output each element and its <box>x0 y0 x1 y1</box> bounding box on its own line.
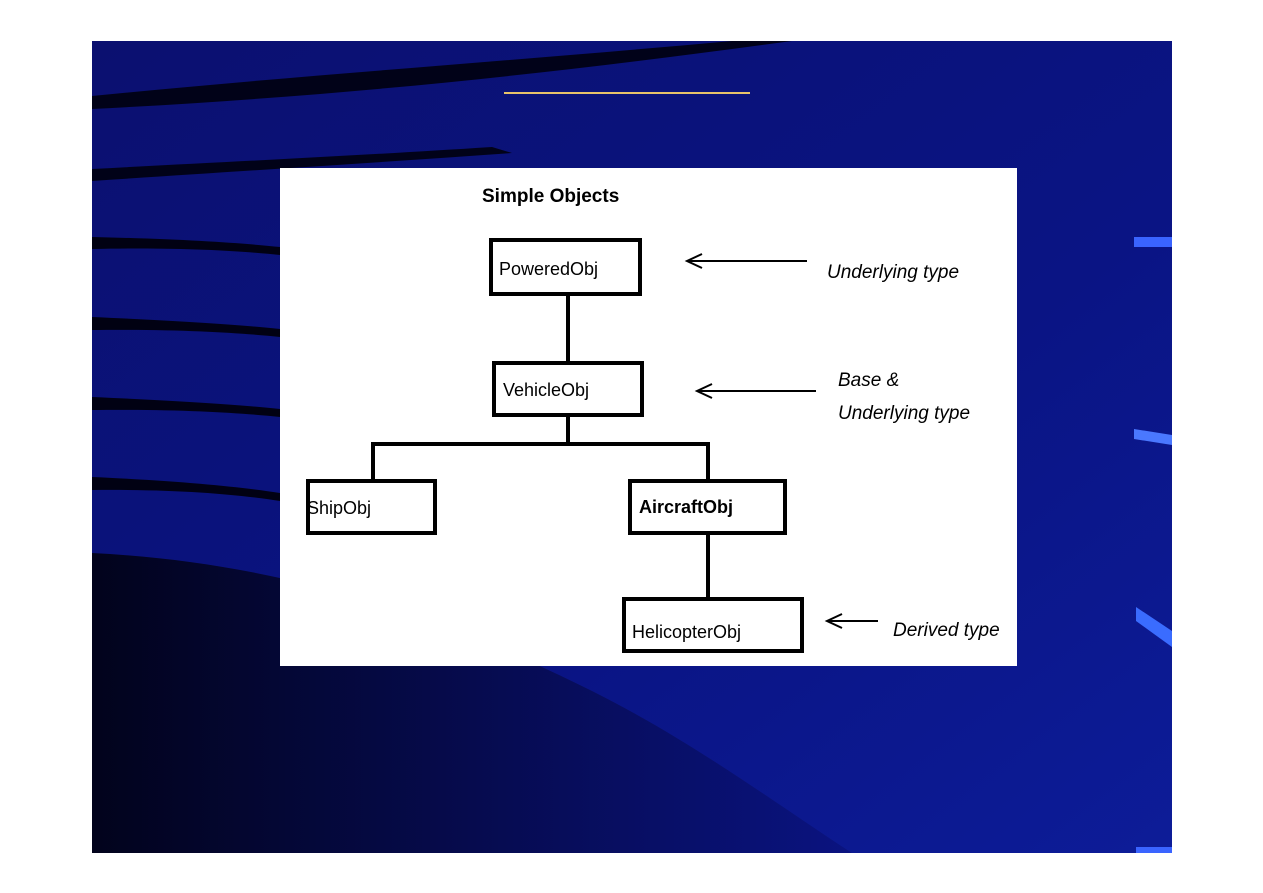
node-aircraft-obj: AircraftObj <box>628 479 787 535</box>
node-ship-obj: ShipObj <box>306 479 437 535</box>
node-vehicle-label: VehicleObj <box>503 380 589 400</box>
node-powered-obj: PoweredObj <box>489 238 642 296</box>
title-underline <box>504 92 750 94</box>
node-helicopter-label: HelicopterObj <box>632 622 741 642</box>
node-vehicle-obj: VehicleObj <box>492 361 644 417</box>
arrow-base <box>694 383 816 399</box>
annotation-base-line1: Base & <box>838 370 899 391</box>
node-aircraft-label: AircraftObj <box>639 497 733 517</box>
class-diagram: Simple Objects PoweredObj VehicleObj Shi… <box>306 186 1000 653</box>
annotation-derived-type: Derived type <box>893 620 1000 641</box>
diagram-title: Simple Objects <box>482 186 619 207</box>
annotation-base-line2: Underlying type <box>838 403 970 424</box>
slide: Simple Objects PoweredObj VehicleObj Shi… <box>92 41 1172 853</box>
node-helicopter-obj: HelicopterObj <box>622 597 804 653</box>
arrow-derived <box>824 613 878 629</box>
node-powered-label: PoweredObj <box>499 259 598 279</box>
arrow-underlying <box>684 253 807 269</box>
annotation-underlying-type: Underlying type <box>827 262 959 283</box>
class-diagram-figure: Simple Objects PoweredObj VehicleObj Shi… <box>280 168 1017 666</box>
node-ship-label: ShipObj <box>307 498 371 518</box>
